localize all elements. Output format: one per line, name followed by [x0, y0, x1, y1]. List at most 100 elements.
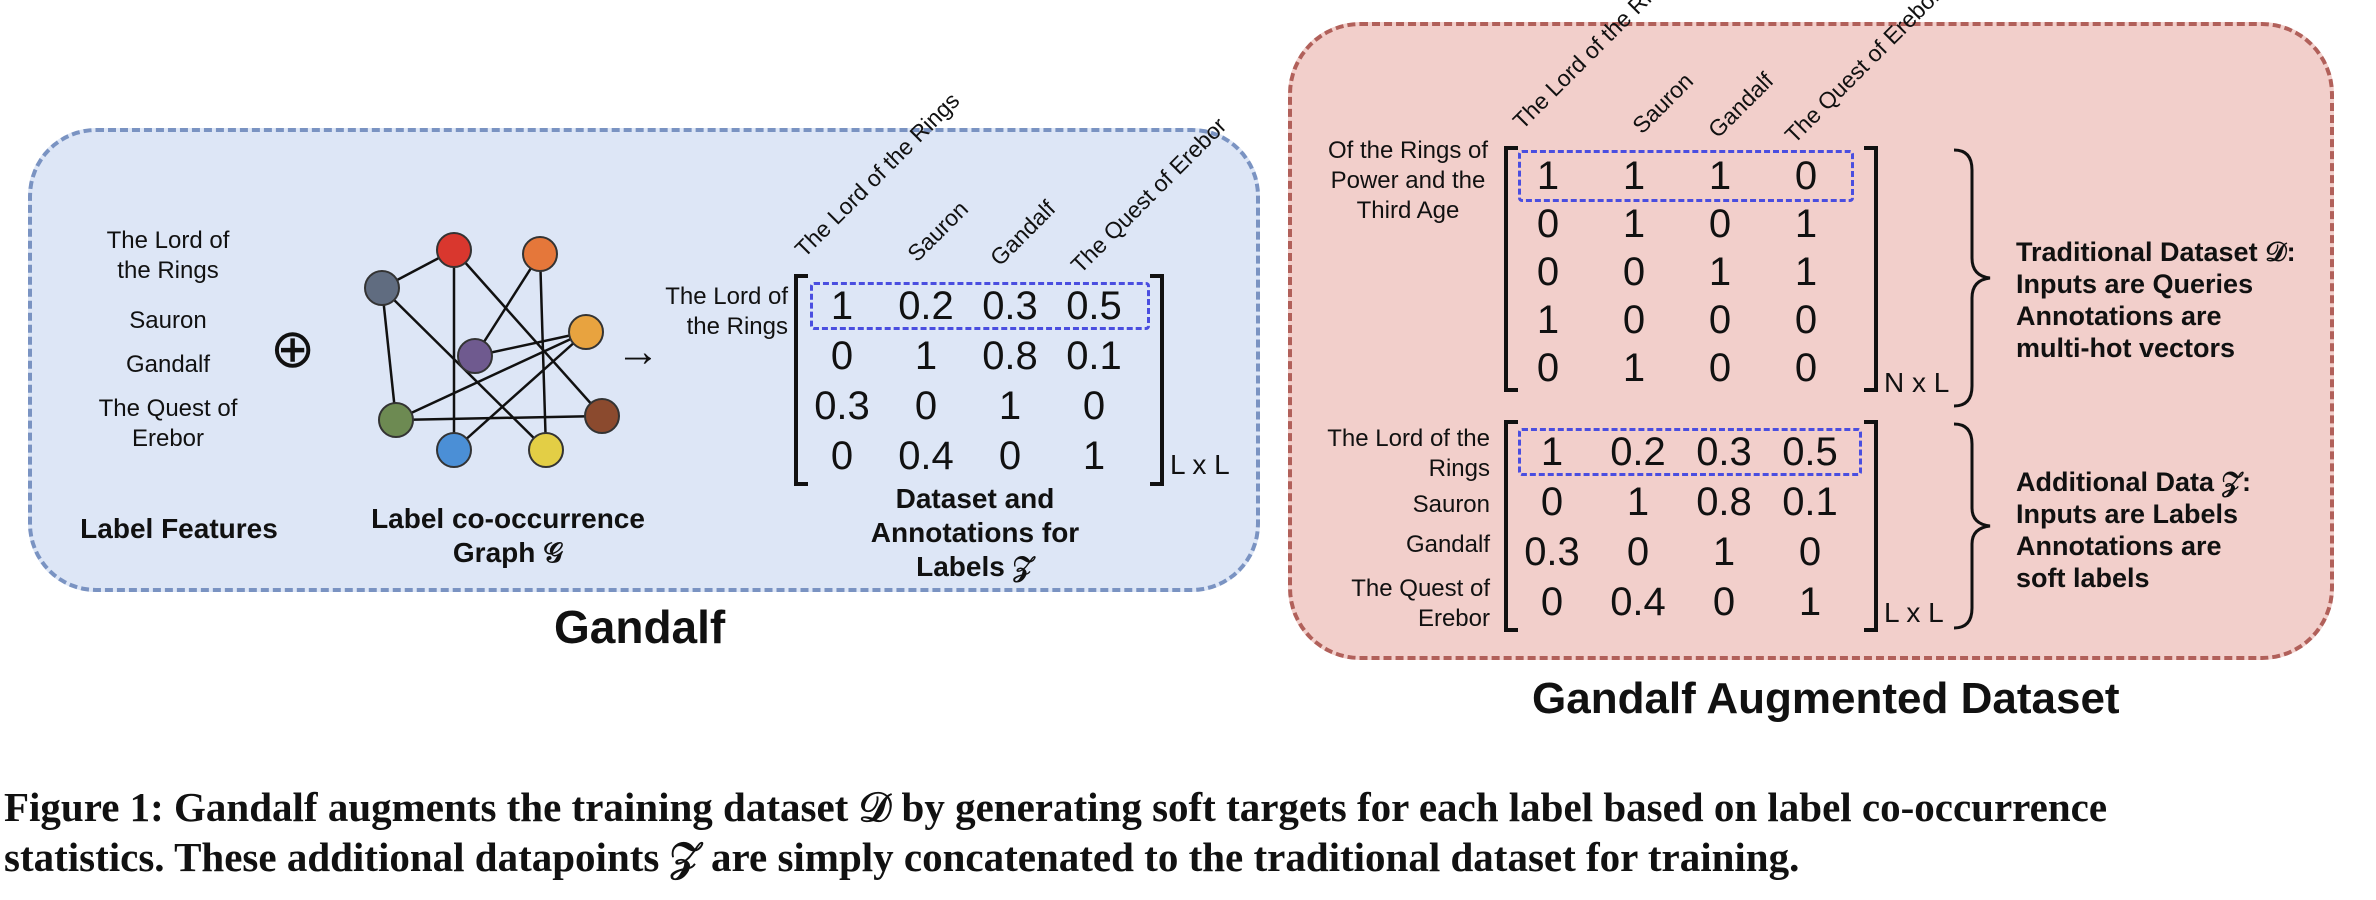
co-occurrence-graph — [364, 232, 620, 468]
bottom-matrix-cell: 0 — [1540, 580, 1564, 624]
augmented-dataset-panel — [1288, 22, 2334, 660]
bottom-matrix-cell: 1 — [1798, 580, 1822, 624]
bottom-matrix-cell: 0.1 — [1782, 480, 1838, 524]
left-matrix-cell: 0.3 — [814, 384, 870, 428]
left-matrix-caption: Dataset and Annotations for Labels 𝒵 — [870, 483, 1080, 582]
left-matrix-cell: 0 — [914, 384, 938, 428]
label-feature-erebor: The Quest of Erebor — [98, 395, 238, 452]
arrow-icon: → — [616, 327, 660, 376]
traditional-dataset-line-4: multi-hot vectors — [2016, 333, 2236, 363]
top-matrix-cell: 1 — [1622, 154, 1646, 198]
bottom-dim-label: L x L — [1884, 597, 1944, 628]
top-matrix-cell: 0 — [1536, 202, 1560, 246]
top-matrix-cell: 1 — [1622, 346, 1646, 390]
left-matrix-cell: 1 — [830, 284, 854, 328]
gandalf-title: Gandalf — [554, 601, 726, 653]
graph-node-8 — [436, 432, 472, 468]
left-dim-label: L x L — [1170, 449, 1230, 480]
additional-data-line-2: Inputs are Labels — [2016, 499, 2239, 529]
bottom-matrix-cell: 1 — [1626, 480, 1650, 524]
left-matrix-cell: 0 — [1082, 384, 1106, 428]
left-matrix-row-label: The Lord of the Rings — [665, 283, 788, 340]
graph-node-2 — [436, 232, 472, 268]
augmented-dataset-title: Gandalf Augmented Dataset — [1532, 674, 2120, 723]
top-matrix-cell: 0 — [1708, 298, 1732, 342]
bottom-matrix-cell: 0.4 — [1610, 580, 1666, 624]
top-matrix-highlight — [1518, 150, 1854, 202]
top-matrix-cell: 1 — [1708, 250, 1732, 294]
graph-node-3 — [522, 236, 558, 272]
label-feature-sauron: Sauron — [129, 307, 207, 334]
bottom-row-label-erebor: The Quest of Erebor — [1351, 575, 1490, 632]
top-matrix-cell: 1 — [1536, 298, 1560, 342]
left-matrix-bracket-right — [1150, 274, 1164, 486]
caption-line-2: statistics. These additional datapoints … — [4, 834, 1800, 880]
top-curly-brace — [1953, 148, 1991, 408]
traditional-dataset-line-1: Traditional Dataset 𝒟: — [2016, 237, 2296, 267]
top-matrix-cell: 1 — [1622, 202, 1646, 246]
top-matrix-cell: 0 — [1622, 298, 1646, 342]
label-feature-gandalf: Gandalf — [125, 351, 211, 378]
additional-data-line-4: soft labels — [2016, 563, 2150, 593]
left-matrix-cell: 0.8 — [982, 334, 1038, 378]
top-matrix-cell: 1 — [1536, 154, 1560, 198]
bottom-matrix-highlight — [1518, 428, 1862, 476]
top-matrix-cell: 1 — [1794, 250, 1818, 294]
top-matrix-cell: 1 — [1708, 154, 1732, 198]
bottom-matrix-cell: 0 — [1712, 580, 1736, 624]
left-matrix-cell: 1 — [914, 334, 938, 378]
label-feature-lotr: The Lord of the Rings — [106, 227, 230, 284]
top-matrix-cell: 1 — [1794, 202, 1818, 246]
graph-node-1 — [364, 270, 400, 306]
bottom-matrix-cell: 0 — [1626, 530, 1650, 574]
top-matrix-cell: 0 — [1794, 298, 1818, 342]
bottom-matrix-cell: 0.3 — [1524, 530, 1580, 574]
graph-node-5 — [457, 338, 493, 374]
bottom-matrix-cell: 1 — [1712, 530, 1736, 574]
additional-data-line-3: Annotations are — [2016, 531, 2222, 561]
bottom-matrix-cell: 0.8 — [1696, 480, 1752, 524]
left-matrix-cell: 0.1 — [1066, 334, 1122, 378]
graph-node-7 — [378, 402, 414, 438]
graph-node-9 — [528, 432, 564, 468]
left-matrix-cell: 1 — [1082, 434, 1106, 478]
left-matrix-highlight — [810, 282, 1150, 330]
oplus-symbol: ⊕ — [270, 319, 316, 379]
bottom-matrix-cell: 0 — [1798, 530, 1822, 574]
top-matrix-cell: 0 — [1794, 154, 1818, 198]
graph-caption: Label co-occurrence Graph 𝒢 — [371, 503, 645, 568]
left-matrix-bracket-left — [794, 274, 808, 486]
bottom-matrix-cell: 0.5 — [1782, 430, 1838, 474]
top-matrix-cell: 0 — [1708, 202, 1732, 246]
bottom-matrix-cell: 0.2 — [1610, 430, 1666, 474]
bottom-row-label-lotr: The Lord of the Rings — [1327, 425, 1490, 482]
query-row-label: Of the Rings of Power and the Third Age — [1327, 137, 1489, 224]
caption-line-1: Figure 1: Gandalf augments the training … — [4, 784, 2108, 830]
label-features-title: Label Features — [80, 513, 278, 544]
top-matrix-bracket-left — [1504, 146, 1518, 392]
traditional-dataset-line-2: Inputs are Queries — [2016, 269, 2254, 299]
top-matrix-cell: 0 — [1536, 346, 1560, 390]
top-dim-label: N x L — [1884, 367, 1950, 398]
bottom-row-label-sauron: Sauron — [1412, 491, 1490, 518]
figure-caption: Figure 1: Gandalf augments the training … — [0, 782, 2376, 882]
left-matrix-cell: 0.5 — [1066, 284, 1122, 328]
bottom-matrix-bracket-left — [1504, 420, 1518, 632]
additional-data-line-1: Additional Data 𝒵: — [2016, 467, 2252, 497]
left-matrix-cell: 0 — [830, 434, 854, 478]
traditional-dataset-line-3: Annotations are — [2016, 301, 2222, 331]
additional-data-desc: Additional Data 𝒵: Inputs are Labels Ann… — [2016, 466, 2251, 594]
left-matrix-cell: 0.4 — [898, 434, 954, 478]
top-matrix-bracket-right — [1864, 146, 1878, 392]
top-matrix-cell: 0 — [1536, 250, 1560, 294]
traditional-dataset-desc: Traditional Dataset 𝒟: Inputs are Querie… — [2016, 236, 2296, 364]
gandalf-panel — [28, 128, 1260, 592]
left-matrix-cell: 1 — [998, 384, 1022, 428]
top-matrix-cell: 0 — [1708, 346, 1732, 390]
bottom-matrix-bracket-right — [1864, 420, 1878, 632]
bottom-row-label-gandalf: Gandalf — [1405, 531, 1490, 558]
bottom-matrix-cell: 0.3 — [1696, 430, 1752, 474]
left-matrix-cell: 0.3 — [982, 284, 1038, 328]
bottom-curly-brace — [1953, 422, 1991, 630]
left-matrix-cell: 0 — [830, 334, 854, 378]
